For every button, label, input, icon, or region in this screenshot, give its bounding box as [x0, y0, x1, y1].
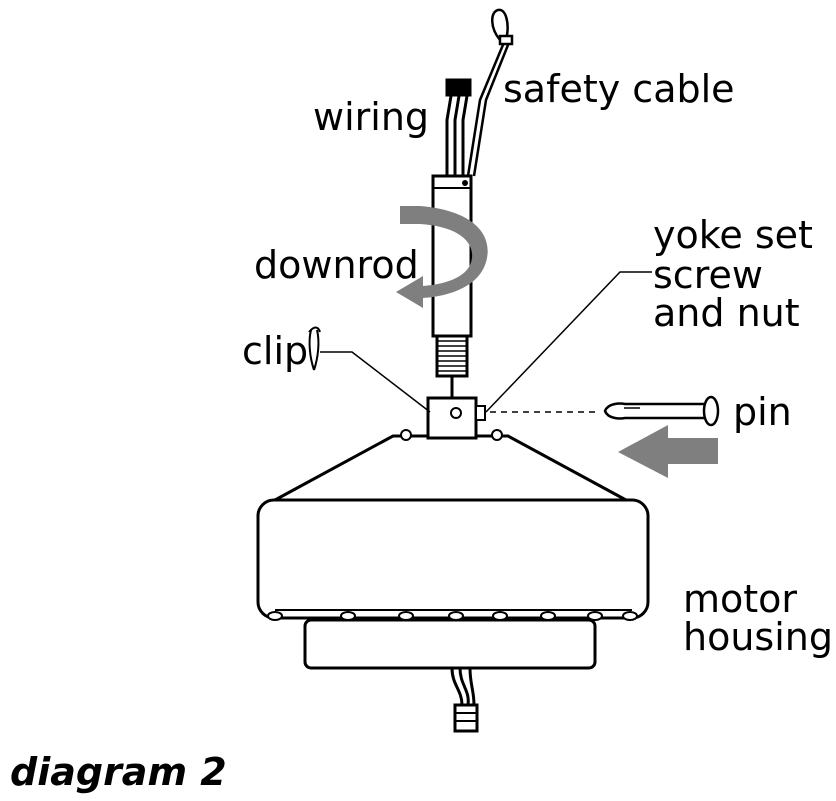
- safety-cable: [466, 8, 514, 177]
- label-yoke-line1: yoke set: [653, 213, 813, 257]
- downrod-threads: [437, 340, 467, 372]
- push-arrow-icon: [618, 425, 718, 478]
- rotation-arrow-icon: [396, 206, 488, 308]
- housing-top-cone: [274, 429, 627, 502]
- label-motor-line2: housing: [683, 615, 833, 659]
- clip: [308, 326, 321, 371]
- label-motor-line1: motor: [683, 577, 797, 621]
- wiring: [445, 78, 472, 176]
- label-safety-cable: safety cable: [503, 67, 735, 111]
- leader-lines: [320, 271, 652, 413]
- yoke: [426, 396, 486, 440]
- label-clip: clip: [242, 329, 308, 373]
- bottom-wiring-connector: [450, 667, 479, 733]
- label-yoke-line3: and nut: [653, 291, 800, 335]
- motor-housing: [256, 498, 650, 620]
- downrod: [431, 174, 473, 378]
- label-wiring: wiring: [313, 95, 429, 139]
- diagram-caption: diagram 2: [10, 750, 227, 794]
- label-pin: pin: [733, 390, 792, 434]
- motor-bottom-ring: [303, 618, 597, 670]
- label-yoke-line2: screw: [653, 253, 763, 297]
- housing-screws: [267, 611, 638, 621]
- label-downrod: downrod: [254, 243, 419, 287]
- pin: [603, 395, 720, 427]
